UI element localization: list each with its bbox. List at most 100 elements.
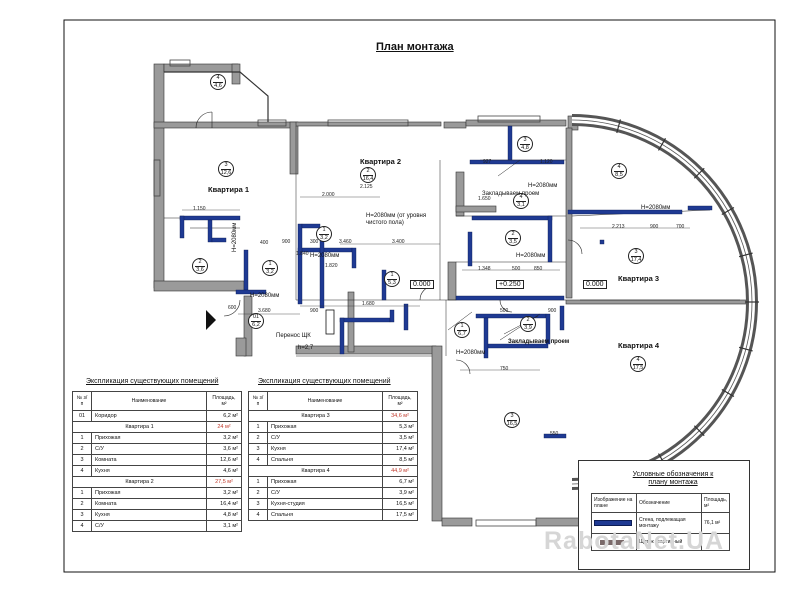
- height-label: Н=2080мм: [232, 222, 238, 252]
- group-name: Квартира 1: [72, 421, 207, 433]
- row-number: 3: [248, 498, 268, 510]
- row-name: Спальня: [267, 454, 383, 466]
- row-number: 1: [248, 476, 268, 488]
- panel-swatch: [600, 539, 624, 545]
- table-2-caption: Экспликация существующих помещений: [258, 378, 391, 385]
- dimension-value: 1.840: [296, 251, 309, 257]
- room-area: 3,1: [517, 202, 525, 208]
- room-area: 4,8: [521, 145, 529, 151]
- row-area: 4,8 м²: [206, 509, 242, 521]
- apartment-4-label: Квартира 4: [618, 341, 660, 350]
- dimension-value: 900: [310, 308, 319, 314]
- col-area: Площадь, м²: [206, 391, 242, 411]
- row-area: 3,9 м²: [382, 487, 418, 499]
- row-area: 6,7 м²: [382, 476, 418, 488]
- dimension-value: 3.400: [392, 239, 405, 245]
- row-number: 1: [72, 487, 92, 499]
- facade-mullion: [738, 252, 753, 258]
- new-wall-swatch: [594, 520, 632, 526]
- windows: [153, 59, 541, 527]
- row-name: Кухня-студия: [267, 498, 383, 510]
- row-name: Прихожая: [267, 476, 383, 488]
- dimension-value: 900: [650, 224, 659, 230]
- room-number: 1: [265, 261, 275, 269]
- height-label: Н=2080мм: [456, 350, 486, 356]
- dimension-value: 1.120: [540, 159, 553, 165]
- room-number: 1: [457, 323, 467, 331]
- room-area: 3,2: [320, 235, 328, 241]
- col-num: № з/п: [72, 391, 92, 411]
- group-name: Квартира 3: [248, 410, 383, 422]
- row-number: 3: [248, 443, 268, 455]
- legend-item-label: Щиток квартирный: [636, 533, 702, 551]
- facade-mullion: [616, 119, 621, 134]
- row-area: 16,4 м²: [206, 498, 242, 510]
- row-area: 12,6 м²: [206, 454, 242, 466]
- room-number: 3: [520, 137, 530, 145]
- height-label: Н=2080мм (от уровня чистого пола): [366, 213, 427, 226]
- row-name: С/У: [267, 432, 383, 444]
- facade-mullion: [657, 138, 667, 151]
- row-area: 3,2 м²: [206, 487, 242, 499]
- col-area: Площадь, м²: [382, 391, 418, 411]
- floor-level: +0.250: [496, 280, 524, 289]
- group-name: Квартира 4: [248, 465, 383, 477]
- room-area: 16,5: [506, 421, 518, 427]
- new-walls: [179, 125, 713, 439]
- room-number: 4: [614, 164, 624, 172]
- row-name: С/У: [91, 443, 207, 455]
- row-name: Коридор: [91, 410, 207, 422]
- row-number: 2: [72, 443, 92, 455]
- legend-col-area: Площадь, м²: [700, 493, 731, 513]
- sheet-frame: [63, 19, 776, 573]
- facade-mullion: [693, 167, 705, 179]
- table-1-caption: Экспликация существующих помещений: [86, 378, 219, 385]
- row-number: 2: [248, 487, 268, 499]
- dimension-value: 550: [550, 431, 559, 437]
- row-name: Прихожая: [267, 421, 383, 433]
- col-num: № з/п: [248, 391, 268, 411]
- dimension-value: 900: [548, 308, 557, 314]
- room-number: 3: [507, 413, 517, 421]
- room-number: 3: [221, 162, 231, 170]
- room-number: 2: [508, 231, 518, 239]
- dimension-value: 927: [483, 159, 492, 165]
- row-name: Спальня: [267, 509, 383, 521]
- row-area: 3,6 м²: [206, 443, 242, 455]
- room-area: 12,6: [220, 170, 232, 176]
- plan-title: План монтажа: [376, 41, 454, 53]
- room-area: 3,5: [509, 239, 517, 245]
- legend-col-label: Обозначение: [636, 493, 702, 513]
- floor-level: 0.000: [583, 280, 607, 289]
- doors: [195, 111, 583, 375]
- room-area: 3,9: [524, 325, 532, 331]
- facade-mullion: [693, 425, 705, 437]
- dimension-lines: [182, 159, 690, 371]
- room-number: 2: [195, 259, 205, 267]
- explication-table-2: № з/п Наименование Площадь, м² Квартира …: [248, 391, 418, 521]
- row-area: 4,6 м²: [206, 465, 242, 477]
- height-label: Н=2080мм: [250, 293, 280, 299]
- dimension-value: 2.125: [360, 184, 373, 190]
- room-number: 2: [523, 317, 533, 325]
- balcony: [164, 71, 269, 122]
